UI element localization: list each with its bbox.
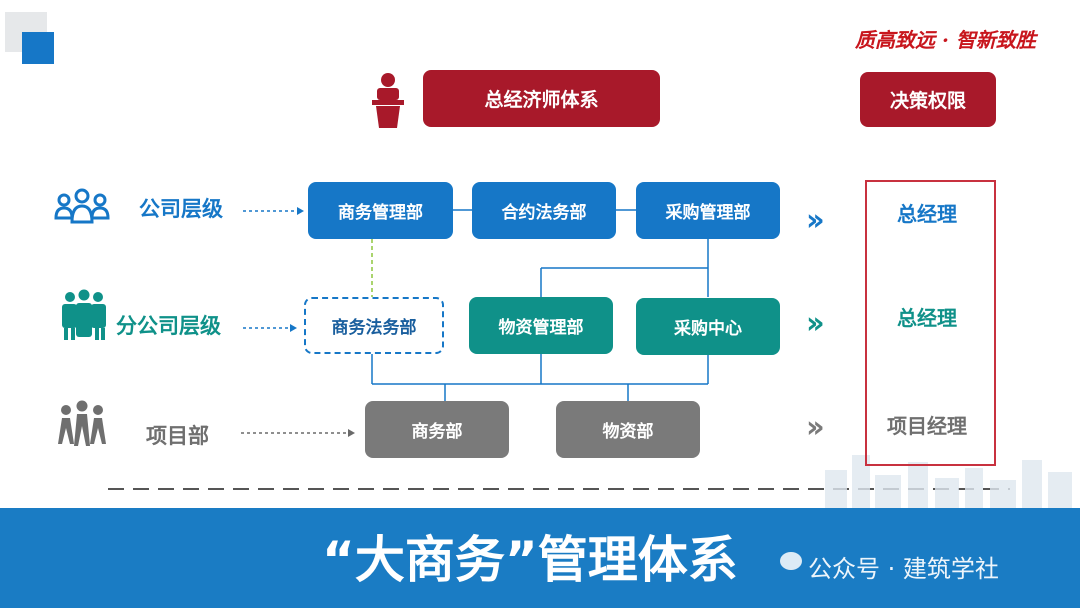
level-label-company: 公司层级 [139,197,223,221]
team-icon [62,289,106,340]
dept-materials: 物资部 [556,401,700,458]
workers-icon [58,400,106,446]
chevron-right-icon: ›› [806,410,825,445]
dept-procurement-center: 采购中心 [636,298,780,355]
dept-materials-management: 物资管理部 [469,297,613,354]
chevron-right-icon: ›› [806,306,825,341]
level-label-branch: 分公司层级 [116,314,221,338]
dept-contract-legal: 合约法务部 [472,182,616,239]
slogan: 质高致远 · 智新致胜 [855,28,1036,52]
wechat-icon [780,552,802,570]
decision-authority-box: 决策权限 [860,72,996,127]
authority-branch: 总经理 [897,306,957,330]
authority-frame [865,180,996,466]
corner-decoration-blue [22,32,54,64]
dept-business-management: 商务管理部 [308,182,453,239]
level-label-project: 项目部 [146,424,209,448]
authority-company: 总经理 [897,202,957,226]
dept-business: 商务部 [365,401,509,458]
chief-economist-system-box: 总经济师体系 [423,70,660,127]
speaker-icon [372,73,404,128]
watermark-text: 公众号 · 建筑学社 [808,555,999,583]
banner-title: “大商务”管理体系 [322,531,738,589]
dept-procurement-management: 采购管理部 [636,182,780,239]
bottom-banner [0,508,1080,608]
group-icon [54,188,110,224]
authority-project: 项目经理 [887,414,967,438]
dept-business-legal: 商务法务部 [304,297,444,354]
chevron-right-icon: ›› [806,203,825,238]
skyline-watermark [825,455,1072,510]
